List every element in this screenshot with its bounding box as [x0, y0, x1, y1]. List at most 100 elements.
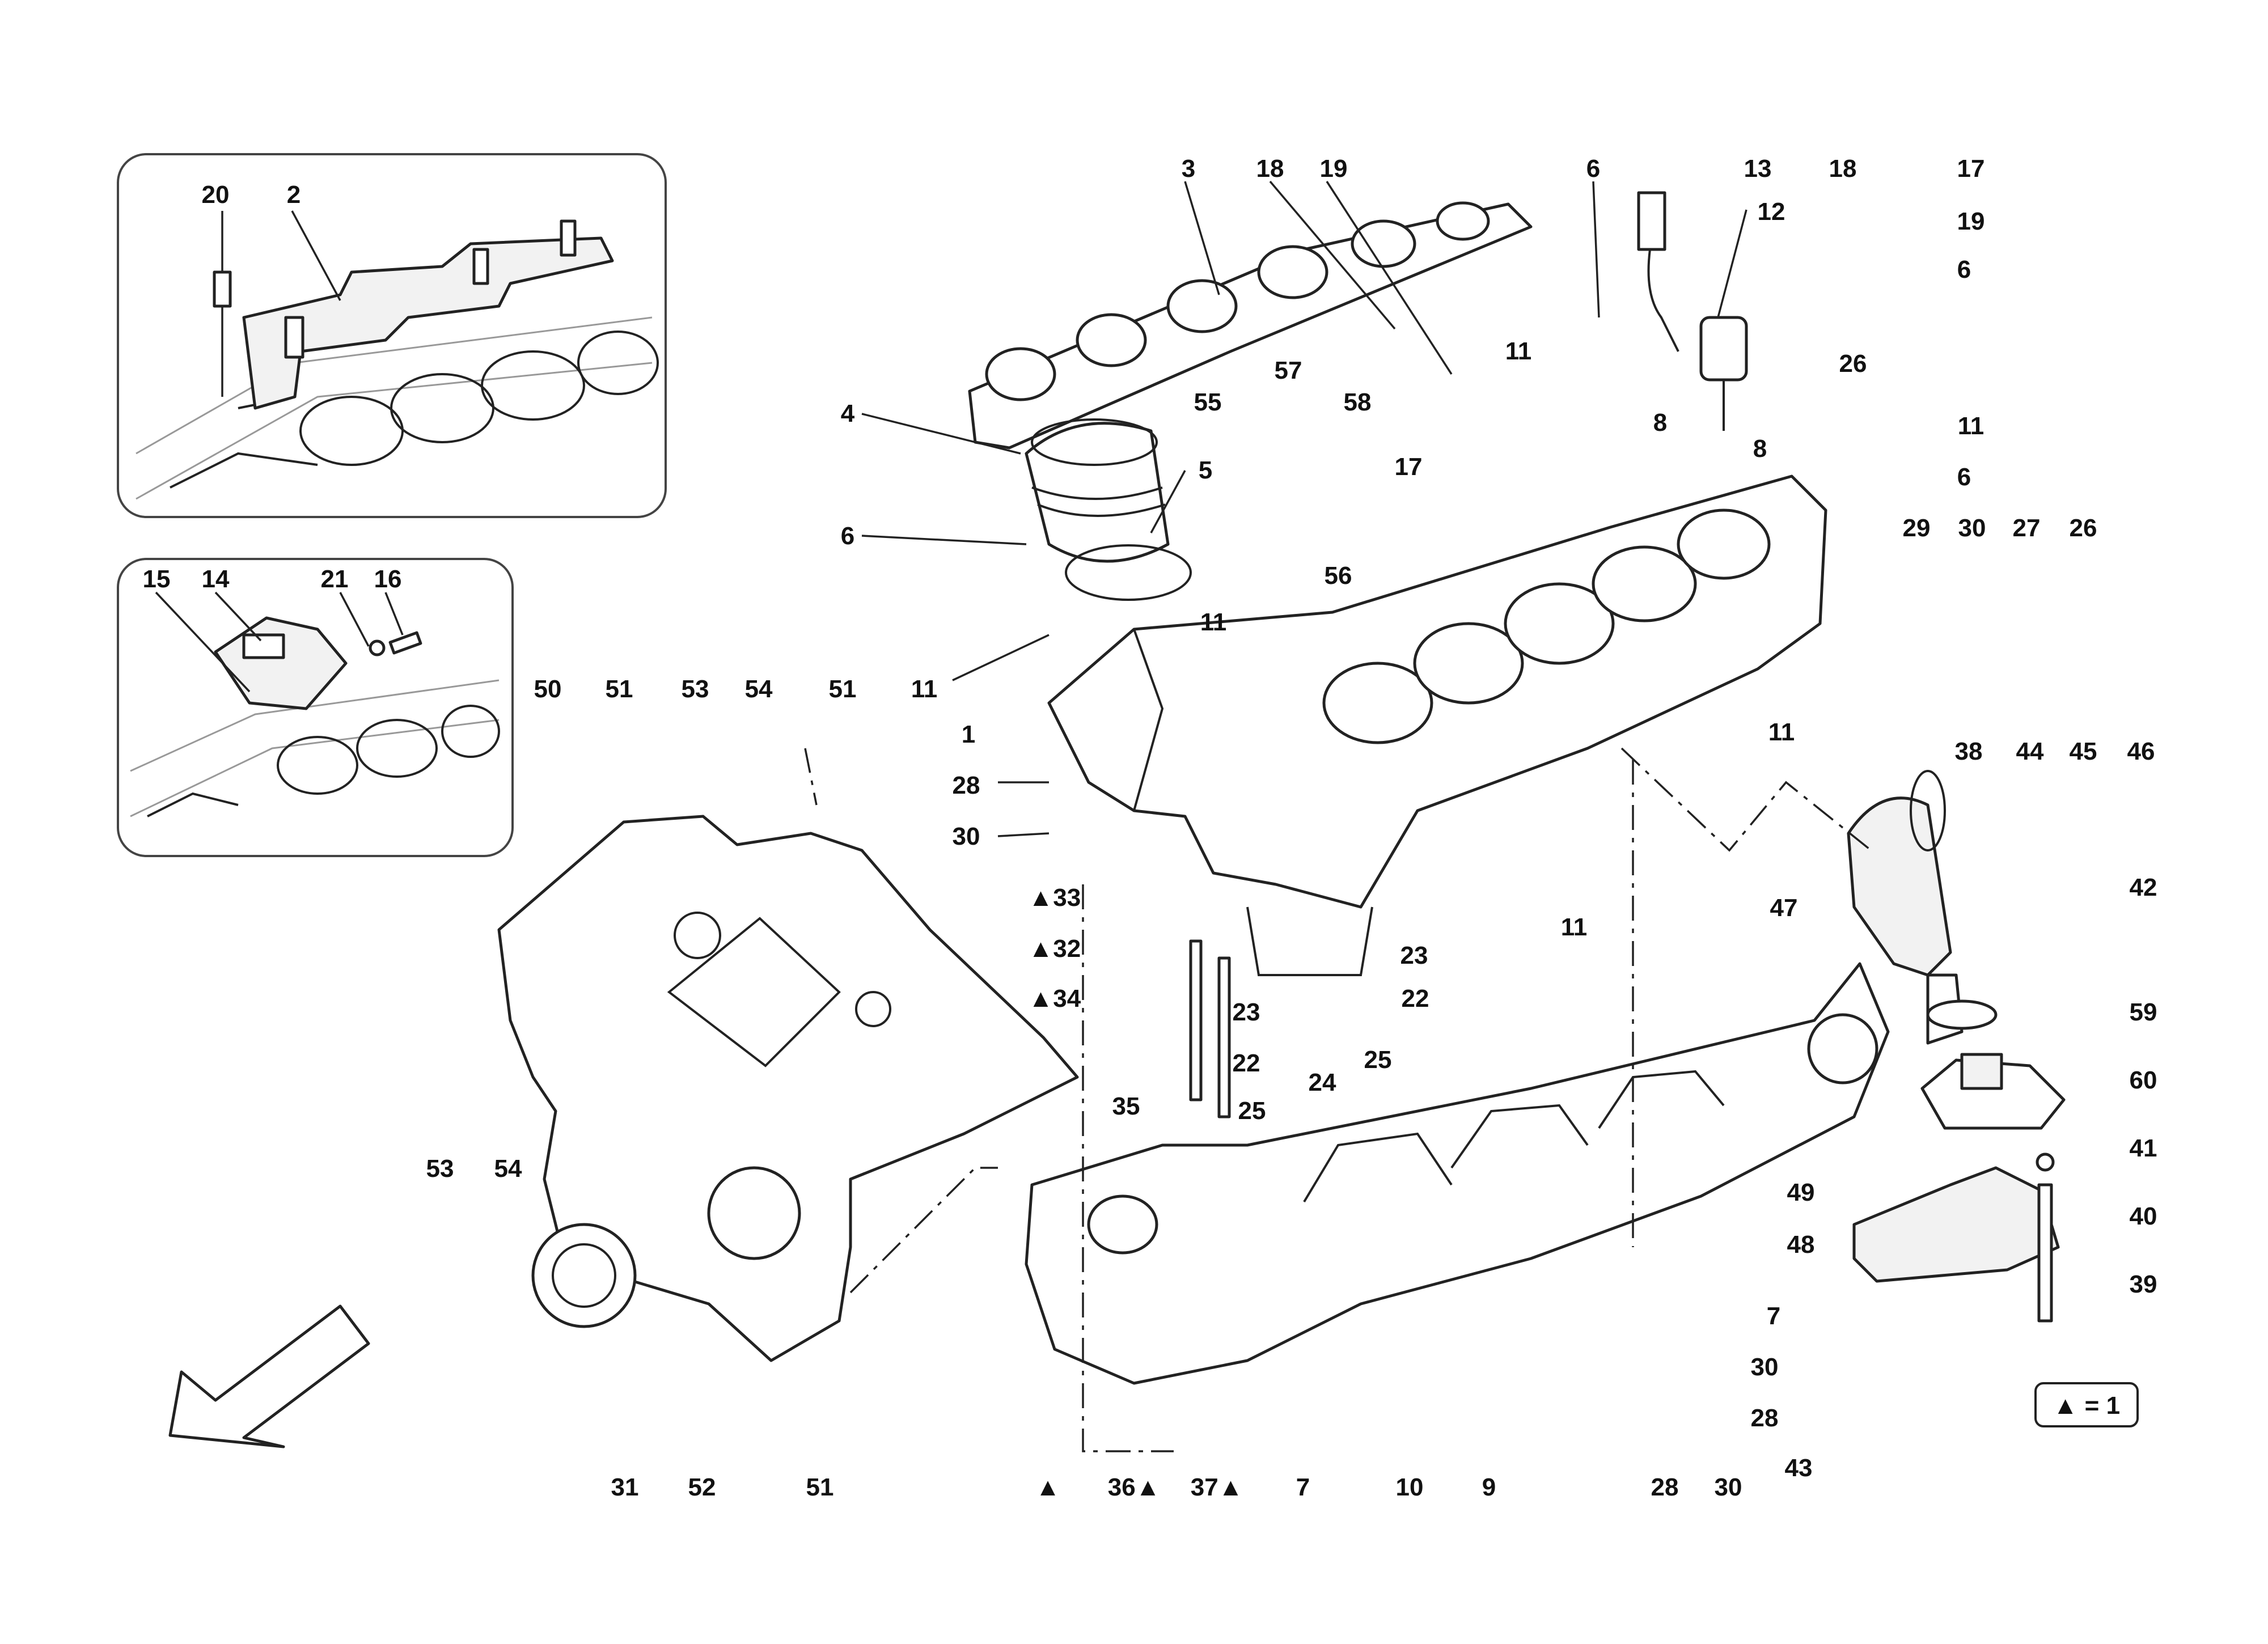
callout-40: 40: [2130, 1202, 2157, 1230]
callout-56: 56: [1325, 562, 1352, 590]
mount-bracket-part-42: [1926, 973, 1998, 1045]
callout-30-right: 30: [1958, 514, 1986, 542]
callout-54-low: 54: [494, 1155, 522, 1183]
timing-cover-part-50: [497, 815, 1079, 1362]
callout-15: 15: [143, 565, 171, 593]
callout-24: 24: [1309, 1069, 1336, 1096]
callout-32: ▲32: [1029, 935, 1081, 963]
sensor-part-13: [1699, 316, 1748, 431]
callout-45: 45: [2070, 738, 2097, 765]
callout-33: ▲33: [1029, 884, 1081, 912]
callout-19-top-a: 19: [1320, 155, 1348, 183]
callout-52: 52: [688, 1473, 716, 1501]
bracket-part-2: [242, 219, 614, 410]
callout-8-b: 8: [1753, 435, 1767, 463]
callout-12: 12: [1758, 198, 1785, 226]
callout-18-top-a: 18: [1256, 155, 1284, 183]
detail-inset-top: [117, 153, 667, 518]
liner-part-4: [1025, 418, 1170, 563]
callout-30-bottom: 30: [1715, 1473, 1742, 1501]
callout-26-top: 26: [1839, 350, 1867, 378]
callout-55: 55: [1194, 388, 1222, 416]
oil-seal-part-31: [531, 1223, 637, 1328]
callout-22-left: 22: [1233, 1049, 1260, 1077]
callout-28-mid: 28: [953, 772, 980, 799]
callout-16: 16: [374, 565, 402, 593]
callout-11-right-low: 11: [1768, 718, 1795, 746]
inset-bottom-sketch: [130, 679, 500, 817]
legend-box: ▲ = 1: [2034, 1382, 2139, 1427]
callout-21: 21: [321, 565, 349, 593]
callout-43: 43: [1785, 1454, 1813, 1482]
callout-49: 49: [1787, 1179, 1815, 1206]
callout-53-top: 53: [682, 675, 709, 703]
callout-35: 35: [1112, 1092, 1140, 1120]
callout-6-right: 6: [1957, 463, 1971, 491]
stud-part-32: [1189, 939, 1203, 1101]
callout-13: 13: [1744, 155, 1772, 183]
callout-44: 44: [2016, 738, 2044, 765]
callout-26-right: 26: [2070, 514, 2097, 542]
callout-8-a: 8: [1653, 409, 1667, 437]
callout-25-left: 25: [1238, 1097, 1266, 1125]
callout-38: 38: [1955, 738, 1983, 765]
direction-arrow: [168, 1304, 370, 1448]
legend-text: ▲ = 1: [2053, 1392, 2120, 1420]
callout-11-left: 11: [911, 675, 938, 703]
callout-53-low: 53: [426, 1155, 454, 1183]
bolt-part-39: [2036, 1153, 2055, 1323]
callout-46: 46: [2127, 738, 2155, 765]
callout-1: 1: [962, 721, 975, 748]
callout-9: 9: [1482, 1473, 1496, 1501]
callout-23-right: 23: [1400, 942, 1428, 969]
callout-17-top-a: 17: [1957, 155, 1985, 183]
callout-27: 27: [2013, 514, 2041, 542]
callout-7-right: 7: [1767, 1302, 1780, 1330]
callout-14: 14: [202, 565, 230, 593]
callout-18-top-b: 18: [1829, 155, 1857, 183]
sensor-part-6: [1637, 191, 1679, 352]
callout-7-bottom: 7: [1296, 1473, 1310, 1501]
callout-25-right: 25: [1364, 1046, 1392, 1074]
callout-51-top-a: 51: [606, 675, 633, 703]
callout-29: 29: [1903, 514, 1931, 542]
callout-59: 59: [2130, 998, 2157, 1026]
callout-6-top-b: 6: [1957, 256, 1971, 283]
bracket-part-14: [214, 616, 348, 710]
callout-11-mid: 11: [1200, 608, 1227, 636]
crankcase-block-part-1: [1047, 474, 1827, 976]
callout-4: 4: [841, 400, 855, 427]
callout-11-right: 11: [1958, 412, 1984, 440]
callout-triangle: ▲: [1035, 1473, 1060, 1501]
callout-19-top-b: 19: [1957, 207, 1985, 235]
callout-37: 37▲: [1191, 1473, 1243, 1501]
callout-31: 31: [611, 1473, 639, 1501]
callout-28-low-right: 28: [1751, 1404, 1779, 1432]
callout-3: 3: [1182, 155, 1195, 183]
callout-17-mid: 17: [1395, 453, 1423, 481]
callout-57: 57: [1275, 357, 1302, 384]
gasket-part-3: [968, 201, 1533, 450]
callout-48: 48: [1787, 1231, 1815, 1259]
engine-mount-part-38: [1847, 770, 1952, 977]
callout-23-left: 23: [1233, 998, 1260, 1026]
callout-20: 20: [202, 181, 230, 209]
callout-51-bottom: 51: [806, 1473, 834, 1501]
callout-5: 5: [1199, 456, 1212, 484]
detail-inset-bottom: [117, 558, 514, 857]
callout-39: 39: [2130, 1270, 2157, 1298]
callout-2: 2: [287, 181, 301, 209]
callout-60: 60: [2130, 1066, 2157, 1094]
silentblock-part-59: [1920, 1053, 2066, 1130]
callout-11-low: 11: [1561, 913, 1588, 941]
seal-ring-part-5: [1065, 544, 1192, 601]
callout-54-top: 54: [745, 675, 773, 703]
heat-shield-part-48: [1852, 1166, 2060, 1283]
callout-10: 10: [1396, 1473, 1424, 1501]
screw-part-16: [369, 631, 422, 656]
callout-6-left: 6: [841, 522, 854, 550]
callout-58: 58: [1344, 388, 1372, 416]
callout-28-bottom: 28: [1651, 1473, 1679, 1501]
leader-lines: [155, 180, 1747, 837]
callout-30-mid: 30: [953, 823, 980, 850]
